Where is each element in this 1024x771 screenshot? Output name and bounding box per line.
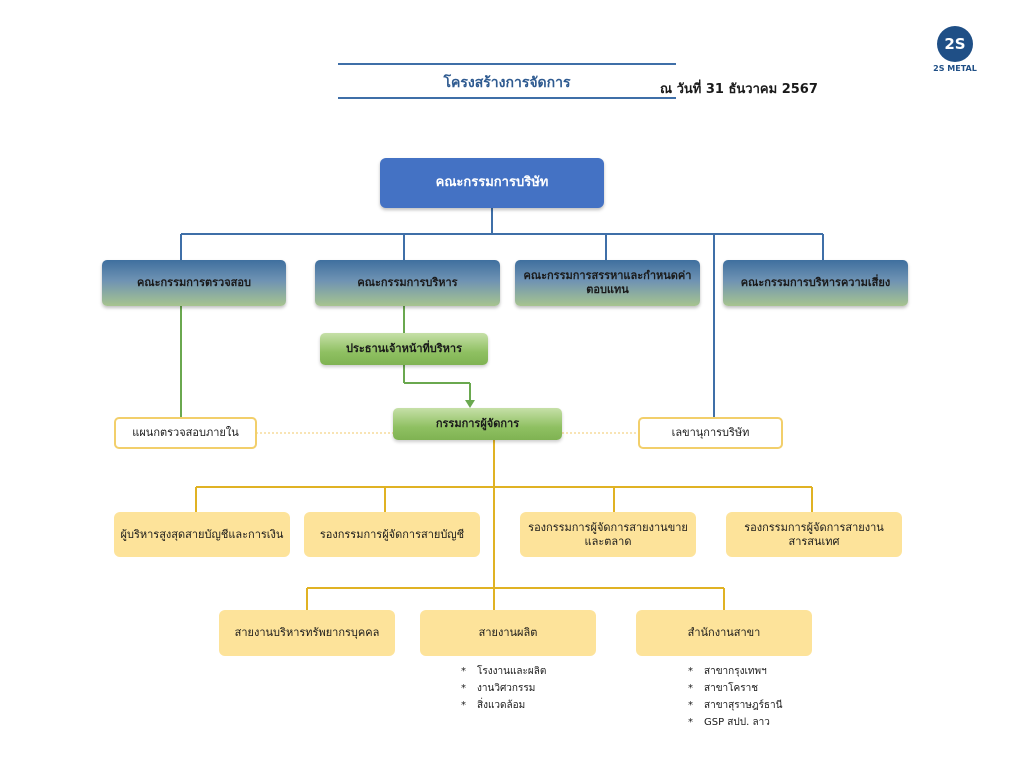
note-text: งานวิศวกรรม [477, 683, 536, 694]
risk-management-committee: คณะกรรมการบริหารความเสี่ยง [723, 260, 908, 306]
title-rule-bottom [338, 97, 676, 99]
note-text: สิ่งแวดล้อม [477, 700, 526, 711]
nomination-remuneration-committee: คณะกรรมการสรรหาและกำหนดค่าตอบแทน [515, 260, 700, 306]
logo-text: 2S METAL [933, 64, 977, 73]
list-item: * สาขากรุงเทพฯ [688, 663, 783, 680]
exec-connector [180, 306, 471, 417]
audit-committee: คณะกรรมการตรวจสอบ [102, 260, 286, 306]
list-item: * งานวิศวกรรม [461, 680, 546, 697]
list-item: * โรงงานและผลิต [461, 663, 546, 680]
note-text: สาขาโคราช [704, 683, 759, 694]
page-title: โครงสร้างการจัดการ [443, 75, 571, 91]
list-item: * GSP สปป. ลาว [688, 714, 783, 731]
as-of-date: ณ วันที่ 31 ธันวาคม 2567 [660, 82, 818, 97]
deputy-md-accounting: รองกรรมการผู้จัดการสายบัญชี [304, 512, 480, 557]
deputy-md-it: รองกรรมการผู้จัดการสายงานสารสนเทศ [726, 512, 902, 557]
deputy-md-sales-marketing: รองกรรมการผู้จัดการสายงานขายและตลาด [520, 512, 696, 557]
production-notes: * โรงงานและผลิต * งานวิศวกรรม * สิ่งแวดล้อม [461, 663, 546, 714]
executive-committee: คณะกรรมการบริหาร [315, 260, 500, 306]
production-line: สายงานผลิต [420, 610, 596, 656]
bullet-icon: * [461, 683, 466, 694]
branch-notes: * สาขากรุงเทพฯ * สาขาโคราช * สาขาสุราษฎร์ธา… [688, 663, 783, 731]
board-connector [180, 208, 824, 417]
list-item: * สาขาโคราช [688, 680, 783, 697]
bullet-icon: * [688, 700, 693, 711]
managing-director: กรรมการผู้จัดการ [393, 408, 562, 440]
bullet-icon: * [688, 717, 693, 728]
internal-audit-dept: แผนกตรวจสอบภายใน [114, 417, 257, 449]
logo-mark: 2S [937, 26, 973, 62]
note-text: โรงงานและผลิต [477, 666, 547, 677]
note-text: สาขาสุราษฎร์ธานี [704, 700, 783, 711]
board-of-directors: คณะกรรมการบริษัท [380, 158, 604, 208]
note-text: GSP สปป. ลาว [704, 717, 770, 728]
arrow-icon [465, 400, 475, 408]
company-secretary: เลขานุการบริษัท [638, 417, 783, 449]
bullet-icon: * [688, 683, 693, 694]
bullet-icon: * [688, 666, 693, 677]
branch-office: สำนักงานสาขา [636, 610, 812, 656]
management-connector [195, 440, 813, 610]
hr-line: สายงานบริหารทรัพยากรบุคคล [219, 610, 395, 656]
title-rule-top [338, 63, 676, 65]
cfo-box: ผู้บริหารสูงสุดสายบัญชีและการเงิน [114, 512, 290, 557]
note-text: สาขากรุงเทพฯ [704, 666, 767, 677]
bullet-icon: * [461, 666, 466, 677]
company-logo: 2S 2S METAL [932, 26, 978, 73]
chief-executive-officer: ประธานเจ้าหน้าที่บริหาร [320, 333, 488, 365]
list-item: * สาขาสุราษฎร์ธานี [688, 697, 783, 714]
list-item: * สิ่งแวดล้อม [461, 697, 546, 714]
bullet-icon: * [461, 700, 466, 711]
